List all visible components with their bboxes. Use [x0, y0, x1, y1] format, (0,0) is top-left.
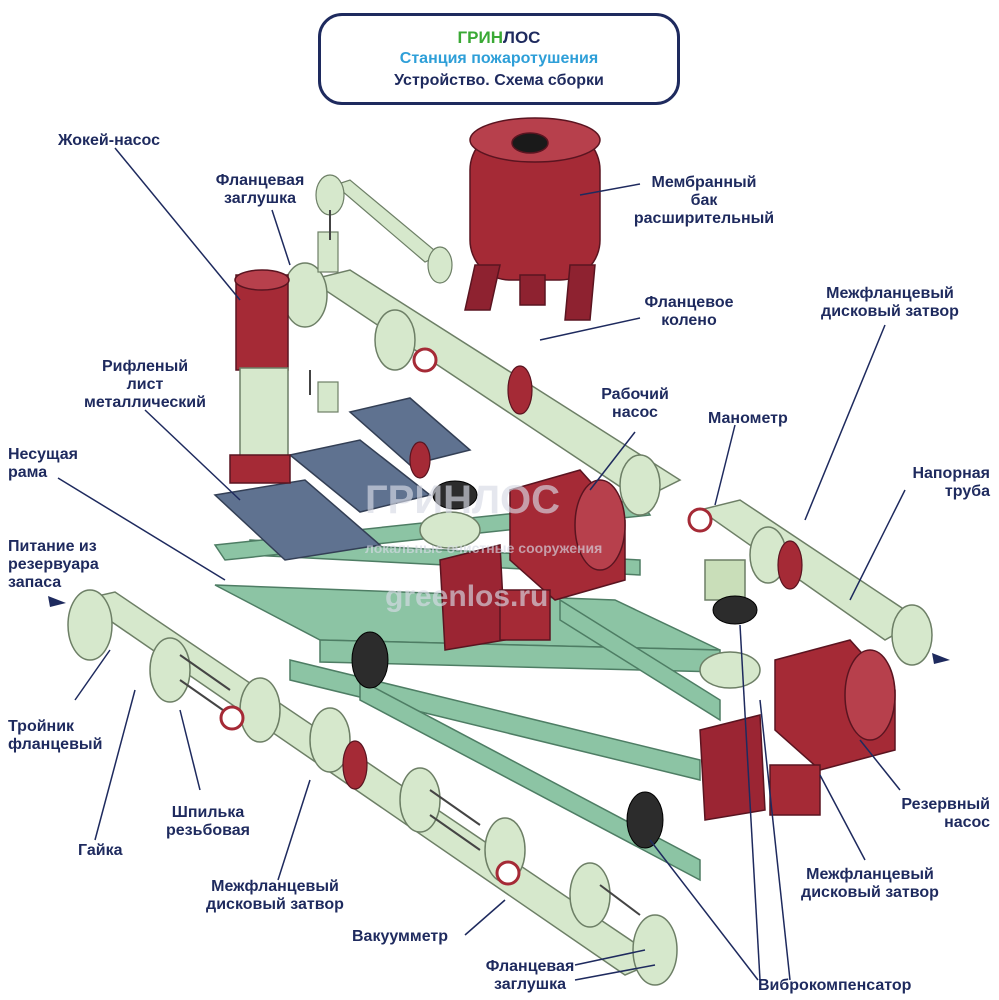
watermark-tagline: локальные очистные сооружения [365, 540, 603, 556]
wafer-valves [342, 365, 803, 790]
title-box: ГРИНЛОС Станция пожаротушения Устройство… [318, 13, 680, 105]
label-flange-elbow: Фланцевое колено [644, 294, 734, 329]
threaded-studs [179, 210, 641, 916]
label-nut: Гайка [78, 842, 123, 859]
gauges [219, 347, 713, 886]
label-support-frame: Несущая рама [8, 446, 78, 481]
label-flange-plug-bottom: Фланцевая заглушка [485, 958, 575, 993]
label-threaded-stud: Шпилька резьбовая [166, 804, 250, 839]
right-pipe [698, 499, 933, 666]
label-flanged-tee: Тройник фланцевый [8, 718, 103, 753]
reserve-pump [699, 639, 896, 821]
label-wafer-valve-top: Межфланцевый дисковый затвор [821, 285, 959, 320]
brand-title: ГРИНЛОС [321, 28, 677, 48]
label-reserve-pump: Резервный насос [901, 796, 990, 831]
page-title: Устройство. Схема сборки [394, 72, 604, 89]
subtitle: Станция пожаротушения [399, 50, 599, 67]
label-checker-plate: Рифленый лист металлический [84, 358, 206, 411]
watermark-url: greenlos.ru [385, 580, 549, 613]
membrane-tank [464, 117, 601, 321]
label-flange-plug-top: Фланцевая заглушка [215, 172, 305, 207]
label-wafer-valve-right: Межфланцевый дисковый затвор [801, 866, 939, 901]
label-jockey-pump: Жокей-насос [58, 132, 161, 149]
working-pump [419, 469, 626, 651]
flow-arrows [48, 596, 950, 664]
label-manometer: Манометр [708, 410, 788, 427]
checker-plates [213, 397, 472, 561]
label-vibration-compensator: Виброкомпенсатор [758, 977, 912, 994]
watermark-brand: ГРИНЛОС [365, 478, 561, 522]
top-pipe [282, 262, 682, 516]
label-membrane-tank: Мембранный бак расширительный [633, 174, 775, 227]
label-pressure-pipe: Напорная труба [912, 465, 990, 500]
label-working-pump: Рабочий насос [601, 386, 669, 421]
vibration-compensators [351, 480, 758, 849]
label-supply-inlet: Питание из резервуара запаса [8, 538, 99, 591]
top-flange-parts [315, 174, 453, 413]
brand-part-navy: ЛОС [503, 28, 541, 47]
label-wafer-valve-bottom: Межфланцевый дисковый затвор [206, 878, 344, 913]
leader-lines [57, 147, 906, 981]
label-vacuum-gauge: Вакуумметр [352, 928, 449, 945]
jockey-pump [229, 269, 291, 484]
brand-part-green: ГРИН [457, 28, 504, 47]
